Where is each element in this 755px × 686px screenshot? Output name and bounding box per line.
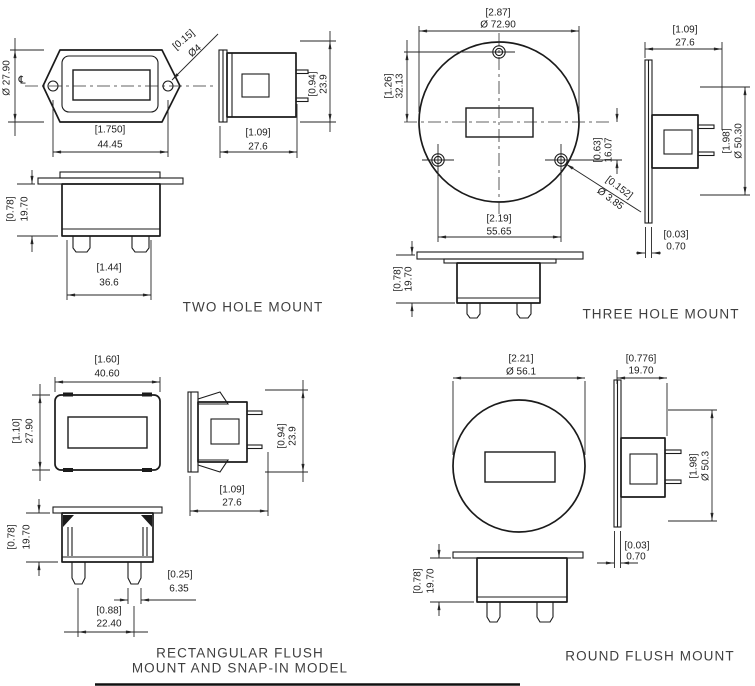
three-hole-front-view: [2.87] Ø 72.90 [1.26] 32.13 [0.63] 16.07… xyxy=(384,8,642,242)
three-hole-side-hole-mm-dim: 16.07 xyxy=(604,137,615,162)
three-hole-dia-in-dim: [2.87] xyxy=(485,8,510,19)
round-flush-mount-label: ROUND FLUSH MOUNT xyxy=(565,649,734,664)
rect-flush-mount-label-line2: MOUNT AND SNAP-IN MODEL xyxy=(132,661,348,676)
three-hole-top-hole-mm-dim: 32.13 xyxy=(395,73,406,98)
two-hole-side-height-mm-dim: 23.9 xyxy=(319,74,330,94)
round-flush-bottom-view: [0.78] 19.70 xyxy=(413,544,584,623)
round-flush-front-view: [2.21] Ø 56.1 xyxy=(452,354,586,533)
two-hole-front-view: ℄ Ø 27.90 [1.750] 44.45 [0.15] Ø4 xyxy=(2,28,219,157)
round-flush-flange-in-dim: [0.03] xyxy=(624,541,649,552)
two-hole-side-view: [0.94] 23.9 [1.09] 27.6 xyxy=(218,31,336,158)
two-hole-bottom-width-in-dim: [1.44] xyxy=(96,263,121,274)
three-hole-spacing-mm-dim: 55.65 xyxy=(486,227,511,238)
round-flush-body-dia-mm-dim: Ø 50.3 xyxy=(701,451,712,481)
rect-flush-side-height-mm-dim: 23.9 xyxy=(288,426,299,446)
rect-flush-tab-spacing-in-dim: [0.88] xyxy=(96,606,121,617)
rect-flush-bottom-view: [0.78] 19.70 [0.25] 6.35 [0.88] 22.40 xyxy=(7,499,196,637)
two-hole-mount-label: TWO HOLE MOUNT xyxy=(183,300,324,315)
two-hole-width-in-dim: [1.750] xyxy=(95,125,126,136)
rect-flush-side-height-in-dim: [0.94] xyxy=(277,423,288,448)
rect-flush-side-depth-in-dim: [1.09] xyxy=(219,485,244,496)
round-flush-bottom-height-mm-dim: 19.70 xyxy=(426,568,437,593)
round-flush-side-view: [0.776] 19.70 [1.98] Ø 50.3 [0.03] 0.70 xyxy=(597,354,717,568)
three-hole-bottom-height-mm-dim: 19.70 xyxy=(404,266,415,291)
three-hole-mount-label: THREE HOLE MOUNT xyxy=(582,307,739,322)
three-hole-body-dia-mm-dim: Ø 50.30 xyxy=(734,123,745,159)
two-hole-front-dia-dim: Ø 27.90 xyxy=(2,60,13,96)
three-hole-side-hole-in-dim: [0.63] xyxy=(593,137,604,162)
three-hole-body-dia-in-dim: [1.98] xyxy=(722,128,733,153)
round-flush-body-dia-in-dim: [1.98] xyxy=(689,453,700,478)
three-hole-flange-in-dim: [0.03] xyxy=(663,230,688,241)
centerline-symbol: ℄ xyxy=(17,74,25,87)
two-hole-bottom-height-in-dim: [0.78] xyxy=(6,196,17,221)
rect-flush-tab-in-dim: [0.25] xyxy=(167,570,192,581)
round-flush-side-depth-mm-dim: 19.70 xyxy=(628,366,653,377)
rect-flush-height-in-dim: [1.10] xyxy=(12,418,23,443)
rect-flush-height-mm-dim: 27.90 xyxy=(25,418,36,443)
two-hole-side-height-in-dim: [0.94] xyxy=(308,71,319,96)
three-hole-flange-mm-dim: 0.70 xyxy=(666,242,686,253)
rect-flush-mount-label-line1: RECTANGULAR FLUSH xyxy=(156,646,324,661)
three-hole-spacing-in-dim: [2.19] xyxy=(486,214,511,225)
two-hole-side-depth-in-dim: [1.09] xyxy=(245,128,270,139)
rect-flush-width-in-dim: [1.60] xyxy=(94,355,119,366)
rect-flush-tab-spacing-mm-dim: 22.40 xyxy=(96,619,121,630)
round-flush-flange-mm-dim: 0.70 xyxy=(626,552,646,563)
two-hole-hole-dia-dim: Ø4 xyxy=(186,42,204,59)
three-hole-side-view: [1.09] 27.6 [1.98] Ø 50.30 [0.03] 0.70 xyxy=(636,25,750,258)
three-hole-side-depth-mm-dim: 27.6 xyxy=(675,38,695,49)
round-flush-dia-mm-dim: Ø 56.1 xyxy=(506,367,536,378)
three-hole-side-depth-in-dim: [1.09] xyxy=(672,25,697,36)
two-hole-bottom-view: [0.78] 19.70 [1.44] 36.6 xyxy=(6,170,184,300)
two-hole-side-depth-mm-dim: 27.6 xyxy=(248,142,268,153)
rect-flush-front-view: [1.60] 40.60 [1.10] 27.90 xyxy=(12,355,161,481)
three-hole-dia-mm-dim: Ø 72.90 xyxy=(480,20,516,31)
rect-flush-width-mm-dim: 40.60 xyxy=(94,369,119,380)
rect-flush-bottom-height-in-dim: [0.78] xyxy=(7,524,18,549)
round-flush-dia-in-dim: [2.21] xyxy=(508,354,533,365)
two-hole-width-mm-dim: 44.45 xyxy=(97,140,122,151)
two-hole-bottom-height-mm-dim: 19.70 xyxy=(20,196,31,221)
three-hole-top-hole-in-dim: [1.26] xyxy=(384,73,395,98)
three-hole-bottom-view: [0.78] 19.70 xyxy=(393,241,584,319)
rect-flush-bottom-height-mm-dim: 19.70 xyxy=(22,524,33,549)
rect-flush-side-view: [0.94] 23.9 [1.09] 27.6 xyxy=(187,380,308,516)
two-hole-bottom-width-mm-dim: 36.6 xyxy=(99,278,119,289)
three-hole-bottom-height-in-dim: [0.78] xyxy=(393,266,404,291)
round-flush-side-depth-in-dim: [0.776] xyxy=(626,354,657,365)
rect-flush-side-depth-mm-dim: 27.6 xyxy=(222,498,242,509)
round-flush-bottom-height-in-dim: [0.78] xyxy=(413,568,424,593)
rect-flush-tab-mm-dim: 6.35 xyxy=(169,584,189,595)
